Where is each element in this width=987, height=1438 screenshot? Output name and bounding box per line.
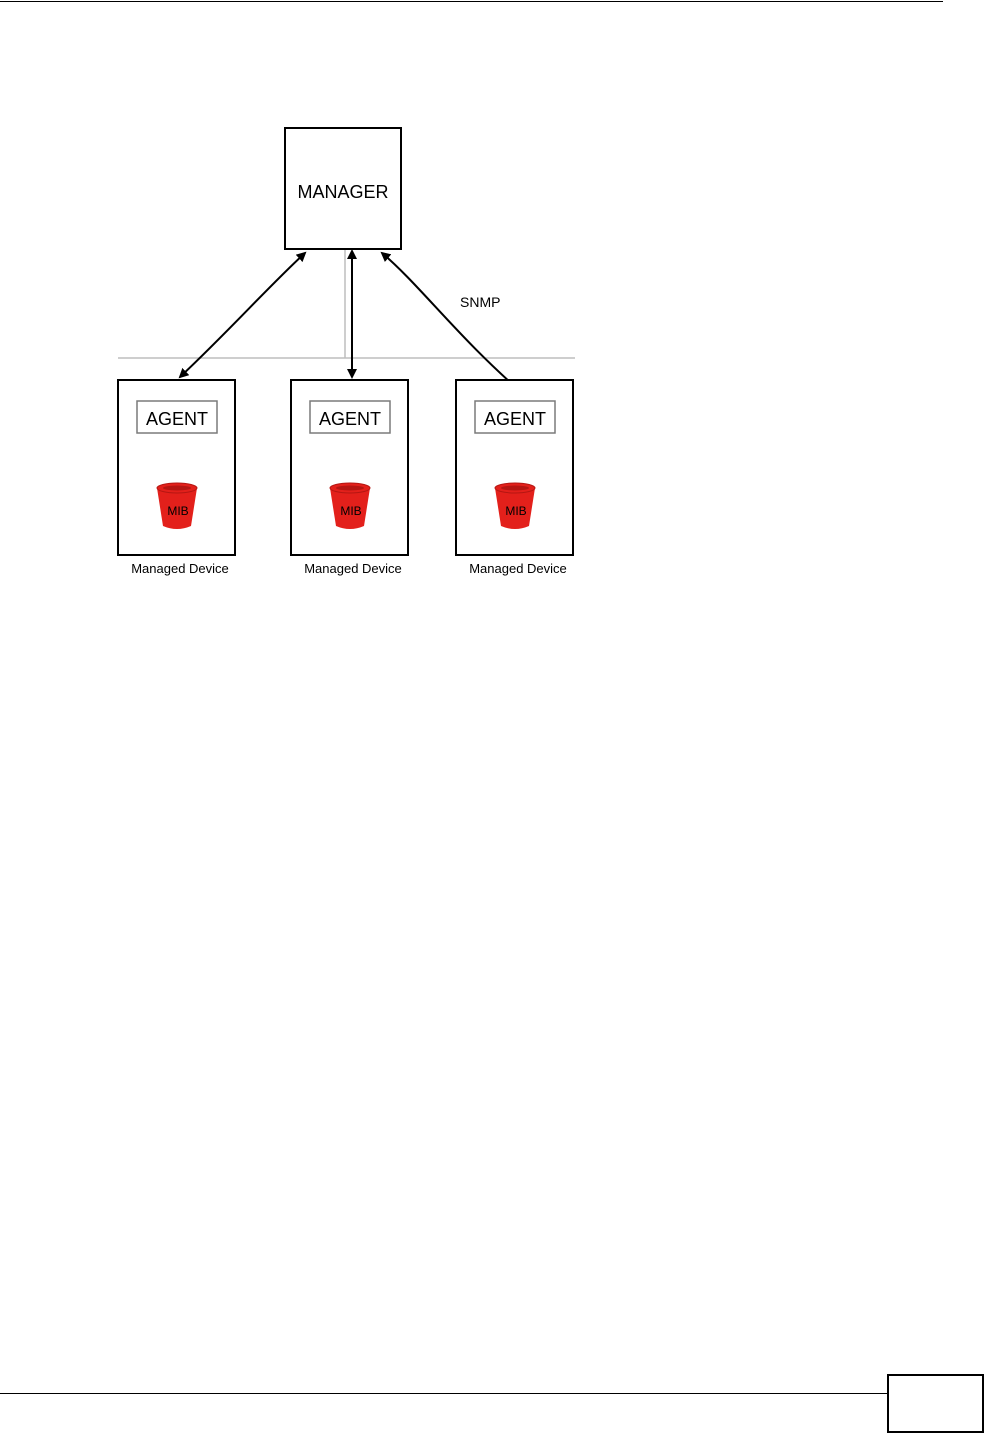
mib-label-1: MIB [167,504,188,518]
page-number-box [887,1374,984,1433]
managed-device-2: AGENT MIB Managed Device [291,380,408,576]
snmp-management-diagram: MANAGER SNMP AGENT MIB Managed Device AG… [0,0,987,620]
device-label-1: Managed Device [131,561,229,576]
managed-device-3: AGENT MIB Managed Device [456,380,573,576]
footer-rule [0,1393,887,1394]
snmp-link-arrow-3 [382,253,527,397]
manager-label: MANAGER [297,182,388,202]
device-label-3: Managed Device [469,561,567,576]
device-label-2: Managed Device [304,561,402,576]
agent-label-2: AGENT [319,409,381,429]
agent-label-3: AGENT [484,409,546,429]
managed-device-1: AGENT MIB Managed Device [118,380,235,576]
mib-label-2: MIB [340,504,361,518]
snmp-protocol-label: SNMP [460,294,500,310]
manager-node: MANAGER [285,128,401,249]
agent-label-1: AGENT [146,409,208,429]
mib-label-3: MIB [505,504,526,518]
